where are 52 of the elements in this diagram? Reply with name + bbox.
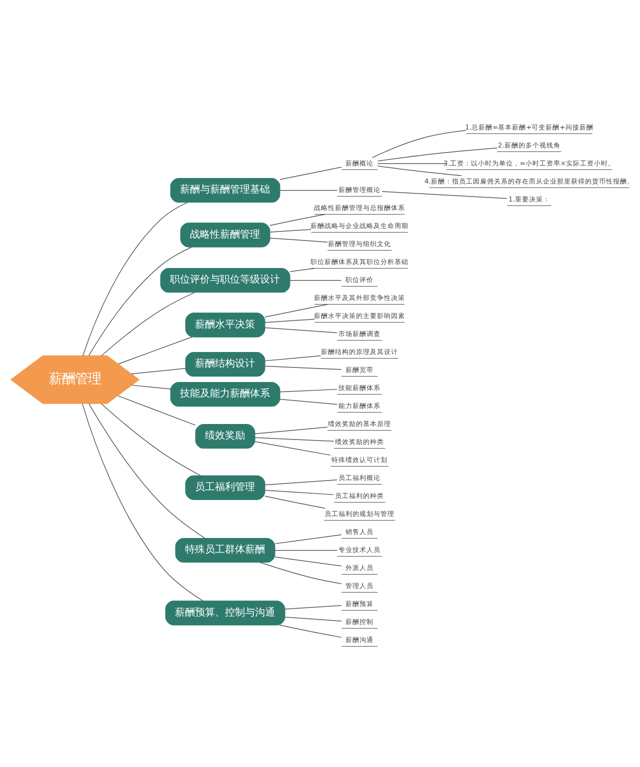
connector — [82, 202, 188, 356]
connector — [270, 237, 328, 242]
connector — [117, 394, 196, 426]
connector — [264, 489, 334, 495]
connector — [270, 228, 312, 232]
connector — [264, 479, 338, 485]
connector — [290, 279, 342, 280]
connector — [280, 189, 338, 190]
connector — [274, 534, 342, 544]
connector — [264, 304, 328, 317]
connector — [280, 166, 342, 180]
node-box: 绩效奖励 — [195, 424, 256, 448]
connector — [284, 604, 342, 610]
connector — [254, 436, 334, 442]
connector — [264, 495, 326, 508]
connector — [88, 246, 192, 356]
node-box: 员工福利管理 — [185, 474, 266, 500]
connector — [280, 388, 338, 392]
connector — [131, 367, 186, 374]
connector — [264, 365, 342, 370]
node-box: 薪酬预算、控制与沟通 — [165, 600, 286, 625]
connector — [270, 214, 326, 226]
node-box: 薪酬与薪酬管理基础 — [170, 178, 280, 202]
connector — [260, 562, 342, 584]
connector — [274, 556, 342, 566]
node-box: 技能及能力薪酬体系 — [170, 382, 280, 406]
connector — [284, 616, 342, 621]
connector — [382, 190, 508, 198]
node-box: 职位评价与职位等级设计 — [160, 268, 290, 292]
connector — [280, 398, 338, 404]
connector — [377, 147, 498, 161]
connector — [131, 384, 171, 389]
connector — [290, 267, 315, 272]
node-box: 薪酬结构设计 — [185, 352, 266, 376]
connector — [101, 292, 196, 356]
connector — [88, 402, 206, 538]
connector — [274, 549, 338, 550]
connector — [254, 440, 331, 456]
connector — [264, 326, 338, 333]
connector — [264, 318, 315, 322]
node-box: 薪酬水平决策 — [185, 312, 266, 337]
connector — [279, 624, 342, 638]
connector — [254, 426, 328, 434]
connector — [118, 336, 192, 364]
connector — [377, 162, 446, 164]
node-box: 特殊员工群体薪酬 — [175, 538, 276, 562]
connector — [82, 402, 204, 601]
connector — [377, 165, 462, 176]
connector — [264, 354, 322, 361]
connector — [101, 402, 201, 476]
connector — [372, 129, 466, 158]
node-box: 战略性薪酬管理 — [180, 222, 270, 247]
